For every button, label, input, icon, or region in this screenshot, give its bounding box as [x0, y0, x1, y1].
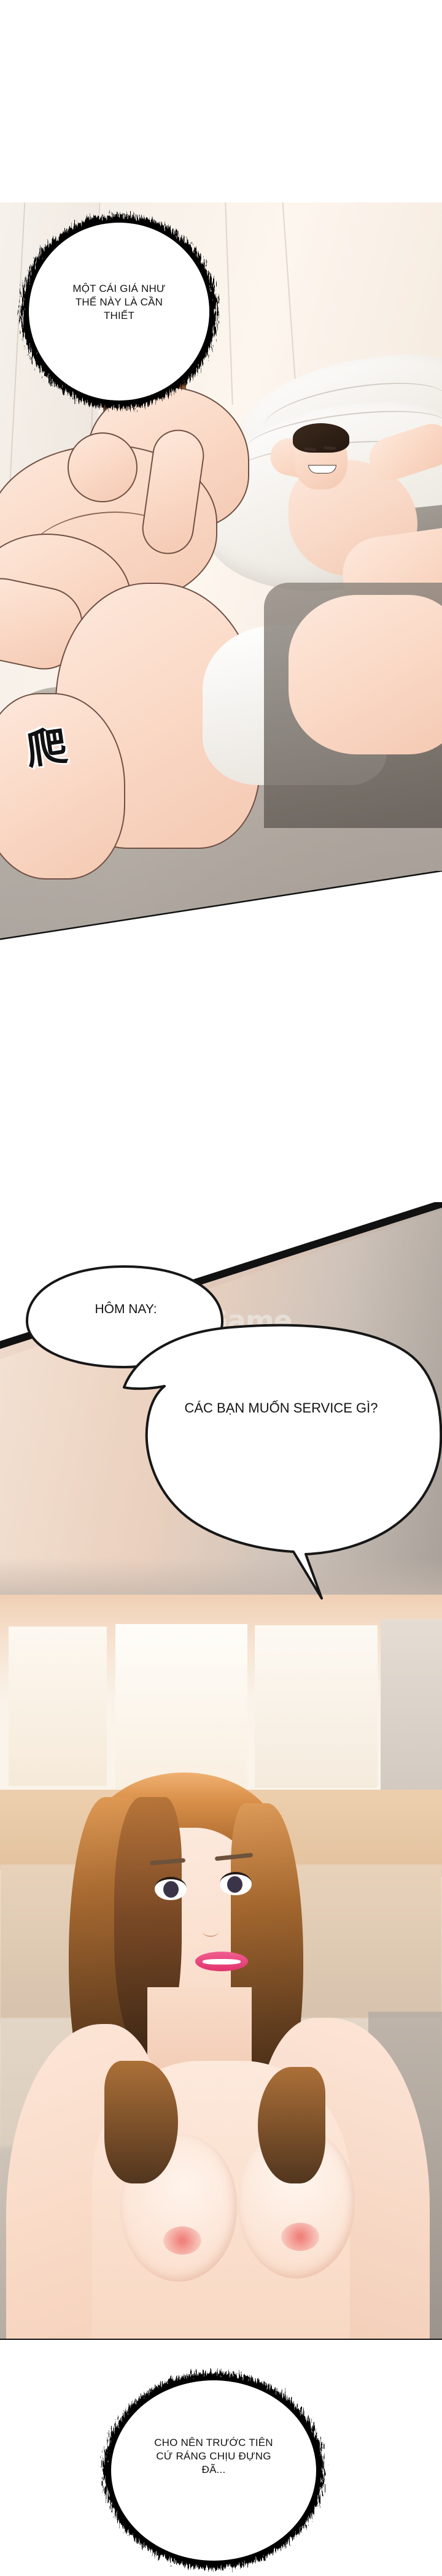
thought-bubble-bottom-text: CHO NÊN TRƯỚC TIÊN CỨ RÁNG CHỊU ĐỰNG ĐÃ.…: [154, 2437, 273, 2475]
panel-white-gap: [0, 981, 442, 1202]
portrait-nose: [203, 1926, 219, 1937]
window-block-left: [9, 1627, 107, 1786]
portrait-areola-right: [281, 2223, 319, 2251]
window-block-mid: [115, 1624, 247, 1790]
portrait-eye-left: [155, 1877, 187, 1900]
panel4-artwork: [0, 1595, 442, 2340]
sfx-crawl-icon: 爬: [22, 721, 71, 775]
woman-knee: [0, 693, 125, 880]
thought-bubble-jagged-bottom: CHO NÊN TRƯỚC TIÊN CỨ RÁNG CHỊU ĐỰNG ĐÃ.…: [90, 2365, 338, 2576]
man-smile: [308, 465, 336, 473]
thought-bubble-top-text: MỘT CÁI GIÁ NHƯ THẾ NÀY LÀ CẦN THIẾT: [72, 283, 166, 321]
window-block-right: [255, 1625, 378, 1788]
panel-portrait: [0, 1595, 442, 2340]
thought-bubble-jagged-top: MỘT CÁI GIÁ NHƯ THẾ NÀY LÀ CẦN THIẾT: [7, 204, 231, 418]
man-lower-body: [289, 595, 442, 754]
portrait-hair-front-left: [104, 2061, 178, 2183]
panel4-bottom-edge-line: [0, 2339, 442, 2340]
portrait-areola-left: [163, 2226, 201, 2255]
portrait-eye-right: [220, 1872, 252, 1895]
portrait-lips: [195, 1952, 248, 1971]
portrait-neck: [147, 1987, 252, 2073]
man-hair: [293, 423, 349, 453]
portrait-hair-front-right: [258, 2067, 325, 2183]
speech-bubble-hom-nay-text: HÔM NAY:: [95, 1302, 157, 1316]
panel3-floor-band: [0, 1558, 442, 1595]
woman-breast: [68, 432, 138, 502]
speech-bubble-service: CÁC BẠN MUỐN SERVICE GÌ?: [109, 1321, 442, 1603]
speech-bubble-service-text: CÁC BẠN MUỐN SERVICE GÌ?: [184, 1400, 378, 1416]
